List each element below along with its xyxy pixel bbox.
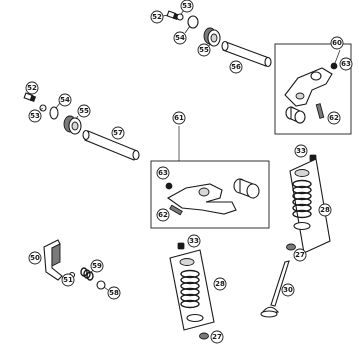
callout-57: 57 [111,126,125,140]
bushing-part [203,27,221,47]
callout-51: 51 [61,273,75,287]
callout-62: 62 [327,111,341,125]
callout-label: 27 [295,251,305,259]
callout-61: 61 [172,111,186,125]
clip-part [96,280,106,290]
valve-spring-assembly-right [260,154,331,318]
callout-28: 28 [318,203,332,217]
callout-28: 28 [213,277,227,291]
callout-label: 62 [158,211,168,219]
callout-62: 62 [156,208,170,222]
callout-label: 63 [341,60,351,68]
callout-58: 58 [107,286,121,300]
callout-59: 59 [90,259,104,273]
rocker-shaft-part [221,40,272,68]
callout-label: 58 [109,289,119,297]
bushing-part [63,115,82,135]
bushing-part [233,178,260,199]
callout-label: 27 [212,333,222,341]
callout-52: 52 [25,81,39,95]
bushing-part [285,106,306,124]
callout-label: 52 [27,84,37,92]
callout-label: 50 [30,254,40,262]
callout-label: 62 [329,114,339,122]
callout-label: 63 [158,169,168,177]
rocker-shaft-part [82,129,140,161]
bracket-assembly [43,239,109,291]
callout-label: 55 [199,46,209,54]
valve-spring-part [292,179,312,219]
callout-56: 56 [229,60,243,74]
callout-55: 55 [77,104,91,118]
callout-63: 63 [156,166,170,180]
callout-label: 55 [79,107,89,115]
callout-60: 60 [330,36,344,50]
callout-33: 33 [187,234,201,248]
rocker-arm-box-lower [150,126,270,229]
callout-label: 56 [231,63,241,71]
callout-label: 54 [175,34,185,42]
callout-label: 28 [215,280,225,288]
callout-50: 50 [28,251,42,265]
callout-label: 60 [332,39,342,47]
callout-33: 33 [294,144,308,158]
valve-spring-part [180,269,200,309]
top-shaft-assembly [162,9,272,68]
callout-27: 27 [210,330,224,344]
left-shaft-assembly [23,92,140,161]
callout-27: 27 [293,248,307,262]
callout-label: 52 [152,13,162,21]
callout-53: 53 [180,0,194,13]
callout-label: 57 [113,129,123,137]
callout-label: 54 [60,96,70,104]
callout-label: 59 [92,262,102,270]
callout-63: 63 [339,57,353,71]
callout-label: 61 [174,114,184,122]
valve-part [260,260,290,318]
o-ring-part [187,15,199,29]
callout-label: 53 [182,2,192,10]
callout-label: 30 [283,286,293,294]
callout-52: 52 [150,10,164,24]
callout-label: 28 [320,206,330,214]
callout-label: 51 [63,276,73,284]
callout-label: 53 [30,112,40,120]
callout-30: 30 [281,283,295,297]
callout-label: 33 [296,147,306,155]
callout-54: 54 [173,31,187,45]
washer-part [176,13,184,21]
valve-spring-assembly-lower [169,242,215,340]
callout-54: 54 [58,93,72,107]
rocker-arm-box-upper [274,43,352,135]
callout-53: 53 [28,109,42,123]
bolt-part [23,92,37,103]
callout-55: 55 [197,43,211,57]
o-ring-part [49,106,59,120]
callout-label: 33 [189,237,199,245]
